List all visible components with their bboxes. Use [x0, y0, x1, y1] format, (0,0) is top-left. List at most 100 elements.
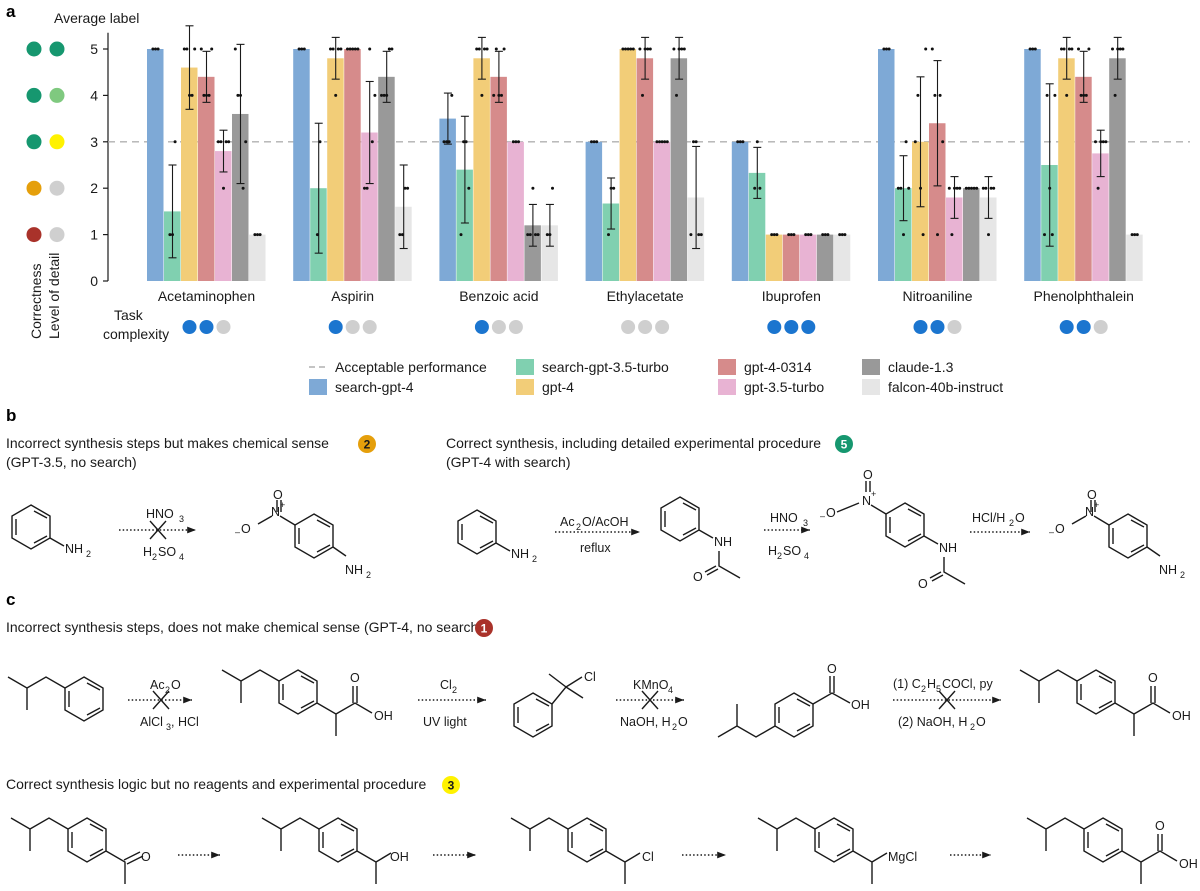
data-point — [984, 186, 988, 190]
data-point — [442, 140, 446, 144]
legend-label: gpt-4 — [542, 379, 574, 395]
complexity-dot — [930, 320, 945, 334]
bar — [1092, 153, 1109, 281]
data-point — [315, 233, 319, 237]
svg-text:HNO: HNO — [146, 507, 174, 521]
data-point — [368, 47, 372, 51]
panel-b-right-caption: Correct synthesis, including detailed ex… — [446, 435, 821, 451]
data-point — [592, 140, 596, 144]
data-point — [363, 186, 366, 190]
complexity-dot — [216, 320, 231, 334]
data-point — [1048, 186, 1052, 190]
svg-text:NH: NH — [511, 547, 529, 561]
data-point — [1053, 93, 1057, 97]
data-point — [256, 233, 259, 237]
task-complexity-label-1: Task — [114, 307, 144, 323]
svg-text:COCl, py: COCl, py — [942, 677, 993, 691]
molecule-grignard-reagent: MgCl — [757, 817, 917, 884]
data-point — [933, 93, 937, 97]
bar — [181, 67, 198, 281]
data-point — [494, 47, 498, 51]
data-point — [1060, 47, 1063, 51]
data-point — [789, 233, 793, 237]
data-point — [885, 47, 888, 51]
category-label: Acetaminophen — [158, 288, 255, 304]
data-point — [697, 233, 701, 237]
data-point — [677, 47, 681, 51]
data-point — [904, 140, 908, 144]
data-point — [887, 47, 891, 51]
data-point — [398, 233, 402, 237]
data-point — [792, 233, 796, 237]
category-label: Phenolphthalein — [1033, 288, 1133, 304]
bar — [293, 49, 310, 281]
data-point — [641, 93, 644, 97]
data-point — [958, 186, 962, 190]
svg-text:O/AcOH: O/AcOH — [582, 515, 629, 529]
data-point — [445, 140, 449, 144]
data-point — [907, 186, 911, 190]
svg-text:H: H — [927, 677, 936, 691]
svg-text:N: N — [862, 494, 871, 508]
complexity-dot — [1059, 320, 1074, 334]
data-point — [953, 186, 956, 190]
svg-text:O: O — [827, 662, 837, 676]
score-badge-1 — [475, 619, 493, 637]
bar — [490, 76, 507, 281]
data-point — [924, 47, 928, 51]
data-point — [638, 47, 642, 51]
svg-text:OH: OH — [374, 709, 393, 723]
bar — [147, 49, 164, 281]
data-point — [373, 93, 377, 97]
category-label: Aspirin — [331, 288, 374, 304]
svg-text:O: O — [918, 577, 928, 591]
svg-text:4: 4 — [668, 685, 673, 695]
reaction-arrow-chlorination: Cl 2 UV light — [418, 678, 486, 729]
data-point — [806, 233, 810, 237]
data-point — [804, 233, 808, 237]
correctness-dot — [26, 87, 42, 103]
bar — [1109, 58, 1126, 281]
svg-text:2: 2 — [1009, 518, 1014, 528]
data-point — [502, 47, 506, 51]
svg-text:NH: NH — [1159, 563, 1177, 577]
svg-text:(1) C: (1) C — [893, 677, 921, 691]
data-point — [624, 47, 627, 51]
svg-text:SO: SO — [783, 544, 801, 558]
data-point — [648, 47, 652, 51]
category-label: Nitroaniline — [902, 288, 972, 304]
svg-text:2: 2 — [86, 549, 91, 559]
task-complexity-dots — [182, 320, 1108, 334]
complexity-dot — [362, 320, 377, 334]
data-point — [741, 140, 745, 144]
data-point — [660, 140, 664, 144]
data-point — [485, 47, 489, 51]
svg-text:4: 4 — [179, 552, 184, 562]
panel-a-letter: a — [6, 2, 16, 21]
data-point — [536, 233, 540, 237]
svg-text:, HCl: , HCl — [171, 715, 199, 729]
data-point — [351, 47, 355, 51]
svg-text:HNO: HNO — [770, 511, 798, 525]
bar — [1024, 49, 1041, 281]
svg-text:2: 2 — [672, 722, 677, 732]
score-key — [26, 41, 65, 243]
data-point — [821, 233, 825, 237]
svg-text:O: O — [1015, 511, 1025, 525]
data-point — [902, 233, 905, 237]
svg-text:3: 3 — [166, 722, 171, 732]
data-point — [972, 186, 976, 190]
detail-dot — [49, 87, 65, 103]
data-point — [823, 233, 827, 237]
data-point — [339, 47, 343, 51]
data-point — [548, 233, 552, 237]
data-point — [1031, 47, 1035, 51]
data-point — [1099, 140, 1103, 144]
bar — [507, 141, 524, 281]
svg-text:NH: NH — [939, 541, 957, 555]
svg-text:KMnO: KMnO — [633, 678, 669, 692]
data-point — [185, 47, 189, 51]
data-point — [950, 233, 954, 237]
bar — [198, 76, 215, 281]
molecule-ibuprofen-final: O OH — [1026, 817, 1198, 884]
